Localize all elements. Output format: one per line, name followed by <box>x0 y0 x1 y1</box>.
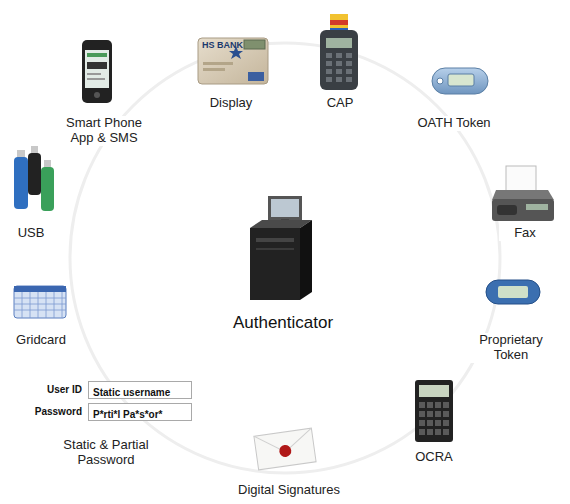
method-label: Smart Phone App & SMS <box>54 116 154 146</box>
field-value: Static username <box>89 385 174 400</box>
gridcard-icon <box>14 286 66 318</box>
phone-icon <box>82 40 112 103</box>
method-label: USB <box>5 226 57 241</box>
center-label: Authenticator <box>208 313 358 333</box>
method-label: OCRA <box>403 450 465 465</box>
method-label: Proprietary Token <box>466 333 556 363</box>
usb-keys-icon <box>14 146 54 211</box>
method-label: Static & Partial Password <box>50 438 162 468</box>
field-value: P*rti*l Pa*s*or* <box>89 407 166 422</box>
fax-icon <box>492 166 554 221</box>
ocra-calculator-icon <box>415 380 453 442</box>
orbit-ring <box>70 43 500 473</box>
proprietary-token-icon <box>486 280 540 304</box>
card-brand: HS BANK <box>202 40 246 50</box>
envelope-icon <box>254 428 316 470</box>
input-field: P*rti*l Pa*s*or* <box>88 403 192 421</box>
method-label: Fax <box>499 226 551 241</box>
display-card-icon <box>198 38 268 84</box>
field-label: Password <box>26 406 82 418</box>
method-label: Display <box>191 96 271 111</box>
cap-reader-icon <box>320 14 358 90</box>
method-label: Digital Signatures <box>219 483 359 498</box>
input-field: Static username <box>88 381 192 399</box>
method-label: Gridcard <box>5 333 77 348</box>
method-label: OATH Token <box>404 116 504 131</box>
method-label: CAP <box>305 96 375 111</box>
oath-token-icon <box>432 68 488 94</box>
field-label: User ID <box>26 384 82 396</box>
authenticator-machine <box>250 196 312 300</box>
